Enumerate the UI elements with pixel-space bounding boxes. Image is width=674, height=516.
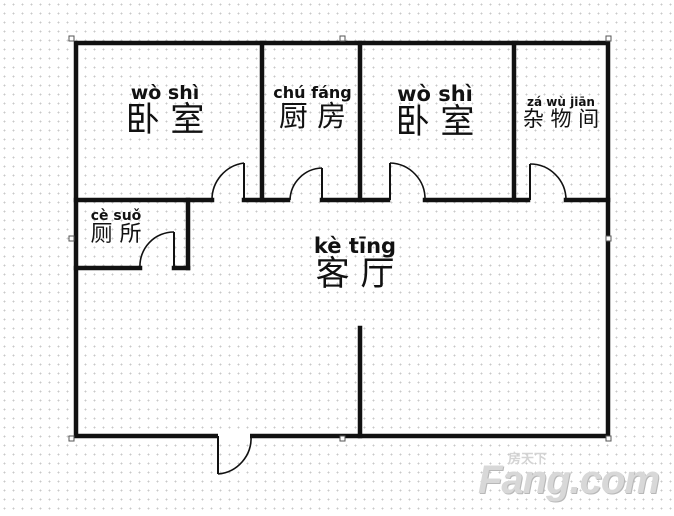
room-label-bedroom1: wò shì 卧 室 — [95, 84, 235, 139]
door-toilet — [139, 231, 175, 269]
hanzi: 厕 所 — [90, 222, 142, 247]
door-bedroom2 — [389, 162, 426, 201]
pinyin: kè tīng — [313, 234, 397, 258]
pinyin: cè suǒ — [90, 208, 142, 224]
watermark-cn: 房天下 — [508, 452, 548, 467]
pinyin: wò shì — [130, 82, 200, 104]
room-label-toilet: cè suǒ 厕 所 — [80, 209, 152, 246]
door-bedroom1 — [211, 162, 245, 201]
pinyin: wò shì — [397, 82, 473, 106]
hanzi: 卧 室 — [395, 102, 475, 142]
hanzi: 卧 室 — [125, 100, 205, 140]
hanzi: 杂 物 间 — [522, 107, 600, 131]
watermark: 房天下 Fang.com — [478, 446, 668, 506]
hanzi: 厨 房 — [278, 99, 347, 133]
room-label-living: kè tīng 客 厅 — [290, 236, 420, 293]
room-label-bedroom2: wò shì 卧 室 — [365, 84, 505, 141]
room-label-storage: zá wù jiān 杂 物 间 — [515, 96, 607, 130]
room-label-kitchen: chú fáng 厨 房 — [265, 83, 360, 133]
pinyin: zá wù jiān — [527, 95, 595, 109]
watermark-brand: Fang.com — [478, 458, 660, 502]
door-kitchen — [289, 167, 323, 201]
entrance-door — [217, 430, 252, 475]
hanzi: 客 厅 — [315, 254, 395, 294]
selection-handles — [68, 35, 612, 442]
door-storage — [529, 163, 567, 201]
pinyin: chú fáng — [273, 83, 352, 102]
